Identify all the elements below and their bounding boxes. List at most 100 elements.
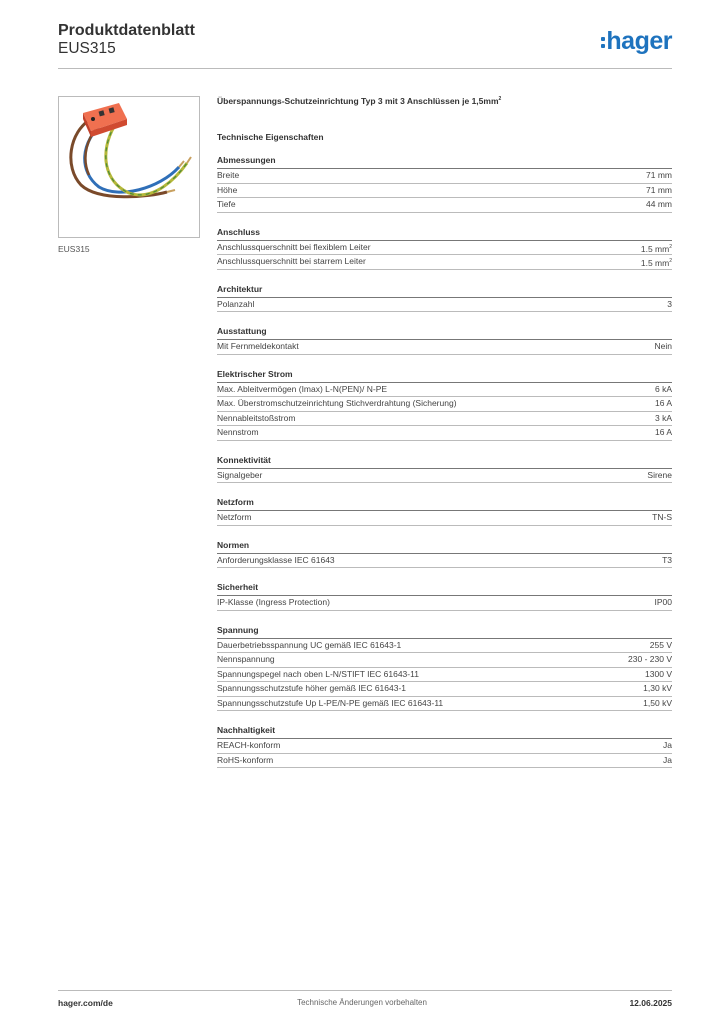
property-value-text: TN-S [652, 512, 672, 522]
property-value: IP00 [655, 596, 673, 610]
property-value-text: Ja [663, 740, 672, 750]
property-value-text: 16 A [654, 427, 672, 437]
property-value: 71 mm [646, 184, 672, 198]
document-title: Produktdatenblatt [58, 22, 195, 39]
property-row: Höhe 71 mm [217, 184, 672, 198]
product-image [58, 96, 200, 238]
property-label: Tiefe [217, 199, 236, 209]
property-row: Nennspannung 230 - 230 V [217, 653, 672, 668]
property-value: 1300 V [645, 668, 672, 682]
logo-wordmark: hager [606, 27, 672, 55]
property-label: Nennspannung [217, 654, 275, 664]
property-value: 255 V [650, 639, 672, 653]
superscript: 2 [669, 243, 672, 250]
property-value: 3 [667, 298, 672, 312]
property-value: Ja [663, 754, 672, 768]
main-content: Überspannungs-Schutzeinrichtung Typ 3 mi… [217, 96, 672, 768]
property-value: 71 mm [646, 169, 672, 183]
section-title: Sicherheit [217, 582, 672, 596]
property-row: RoHS-konform Ja [217, 754, 672, 768]
property-value-text: T3 [662, 554, 672, 565]
property-value: 3 kA [655, 412, 672, 426]
section-title: Spannung [217, 625, 672, 639]
property-label: Anschlussquerschnitt bei starrem Leiter [217, 256, 366, 266]
property-value: 1.5 mm2 [641, 255, 672, 269]
technical-properties-title: Technische Eigenschaften [217, 132, 324, 142]
logo-dots-icon [601, 31, 606, 53]
section-title: Abmessungen [217, 155, 672, 169]
footer-date: 12.06.2025 [629, 998, 672, 1008]
header-divider [58, 68, 672, 69]
section-title: Anschluss [217, 227, 672, 241]
property-value-text: 1,30 kV [643, 683, 672, 693]
property-row: Nennableitstoßstrom 3 kA [217, 412, 672, 426]
property-label: Spannungspegel nach oben L-N/STIFT IEC 6… [217, 668, 419, 679]
footer-divider [58, 990, 672, 991]
property-label: Anforderungsklasse IEC 61643 [217, 554, 335, 565]
property-value: 1,50 kV [643, 697, 672, 711]
property-row: Anschlussquerschnitt bei flexiblem Leite… [217, 241, 672, 255]
property-label: Signalgeber [217, 469, 263, 480]
property-row: Netzform TN-S [217, 511, 672, 526]
property-value: 1.5 mm2 [641, 241, 672, 255]
property-value: 16 A [655, 397, 672, 411]
property-row: Max. Überstromschutzeinrichtung Stichver… [217, 397, 672, 412]
property-value-text: IP00 [654, 597, 673, 607]
superscript: 2 [498, 96, 502, 103]
section-title: Netzform [217, 497, 672, 511]
property-value: 230 - 230 V [628, 653, 672, 667]
product-description-text: Überspannungs-Schutzeinrichtung Typ 3 mi… [217, 96, 499, 106]
property-value-text: 1.5 mm [640, 243, 670, 254]
property-row: Tiefe 44 mm [217, 198, 672, 213]
property-value-text: 255 V [649, 639, 672, 650]
property-label: Höhe [217, 184, 238, 195]
property-row: Max. Ableitvermögen (Imax) L-N(PEN)/ N-P… [217, 383, 672, 397]
property-label: Spannungsschutzstufe höher gemäß IEC 616… [217, 683, 407, 693]
section-title: Elektrischer Strom [217, 369, 672, 383]
property-value-text: 71 mm [646, 170, 672, 180]
product-code: EUS315 [58, 40, 116, 57]
property-label: Spannungsschutzstufe Up L-PE/N-PE gemäß … [217, 697, 444, 708]
property-row: Dauerbetriebsspannung UC gemäß IEC 61643… [217, 639, 672, 653]
property-label: RoHS-konform [217, 754, 274, 765]
property-label: Max. Ableitvermögen (Imax) L-N(PEN)/ N-P… [217, 383, 388, 394]
property-value-text: Sirene [647, 469, 672, 480]
property-row: Signalgeber Sirene [217, 469, 672, 483]
property-value-text: 1300 V [645, 668, 672, 679]
property-label: Anschlussquerschnitt bei flexiblem Leite… [217, 241, 371, 252]
page-header: Produktdatenblatt EUS315 hager [58, 20, 672, 68]
footer-website-link[interactable]: hager.com/de [58, 998, 113, 1008]
section-title: Ausstattung [217, 326, 672, 340]
property-row: Anforderungsklasse IEC 61643 T3 [217, 554, 672, 568]
property-label: Max. Überstromschutzeinrichtung Stichver… [217, 398, 457, 408]
property-value: Sirene [647, 469, 672, 483]
property-value: 1,30 kV [643, 682, 672, 696]
property-label: Dauerbetriebsspannung UC gemäß IEC 61643… [217, 639, 402, 650]
property-label: IP-Klasse (Ingress Protection) [217, 597, 330, 607]
property-row: Spannungsschutzstufe höher gemäß IEC 616… [217, 682, 672, 697]
property-value: Ja [663, 739, 672, 753]
section-title: Normen [217, 540, 672, 554]
image-caption: EUS315 [58, 244, 90, 254]
property-row: IP-Klasse (Ingress Protection) IP00 [217, 596, 672, 611]
property-row: Anschlussquerschnitt bei starrem Leiter 1… [217, 255, 672, 270]
property-value: 44 mm [646, 198, 672, 212]
property-value-text: 3 kA [654, 412, 672, 423]
property-value-text: 1,50 kV [643, 697, 672, 708]
property-label: Nennableitstoßstrom [217, 412, 296, 423]
property-label: Netzform [217, 512, 252, 522]
property-label: REACH-konform [217, 740, 281, 750]
